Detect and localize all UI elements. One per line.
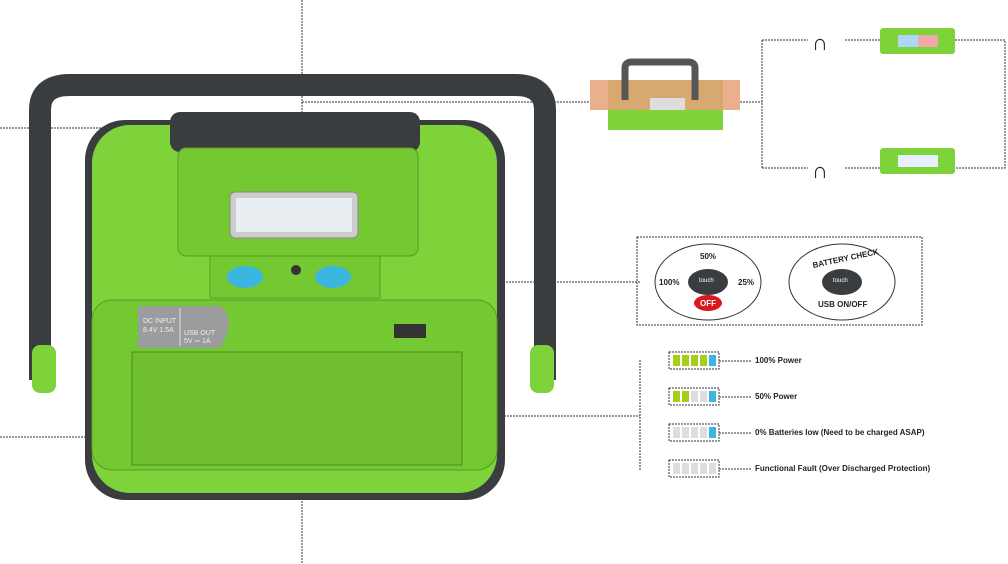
battery-segment: [682, 355, 689, 366]
battery-segment: [709, 463, 716, 474]
svg-text:∩: ∩: [812, 30, 828, 55]
mode-25: 25%: [738, 278, 755, 287]
dc-input-label: DC INPUT: [143, 318, 177, 325]
right-knob: [530, 345, 554, 393]
mode-50: 50%: [700, 252, 717, 261]
touch-label: touch: [699, 278, 714, 284]
usb-onoff-label: USB ON/OFF: [818, 300, 868, 309]
battery-segment: [700, 391, 707, 402]
battery-segment: [673, 463, 680, 474]
battery-segment: [682, 427, 689, 438]
top-grip: [170, 112, 420, 152]
touch-label-2: touch: [833, 278, 848, 284]
battery-segment: [700, 463, 707, 474]
left-knob: [32, 345, 56, 393]
battery-segment: [673, 391, 680, 402]
battery-state-label: 100% Power: [755, 356, 802, 365]
usb-out-value: 5V ⎓ 1A: [184, 338, 211, 345]
battery-segment: [682, 463, 689, 474]
battery-segment: [691, 391, 698, 402]
battery-indicator: [394, 324, 426, 338]
port-cover: [138, 306, 229, 348]
battery-segment: [709, 355, 716, 366]
battery-segment: [673, 427, 680, 438]
mode-off: OFF: [700, 299, 716, 308]
battery-state-label: 50% Power: [755, 392, 798, 401]
battery-segment: [673, 355, 680, 366]
battery-segment: [700, 355, 707, 366]
battery-segment: [700, 427, 707, 438]
battery-segment: [691, 355, 698, 366]
battery-segment: [682, 391, 689, 402]
mode-button: [227, 266, 263, 288]
battery-segment: [691, 427, 698, 438]
battery-segment: [709, 427, 716, 438]
usb-out-label: USB OUT: [184, 330, 216, 337]
svg-text:∩: ∩: [812, 158, 828, 183]
battery-segment: [691, 463, 698, 474]
battery-segment: [709, 391, 716, 402]
battery-state-label: 0% Batteries low (Need to be charged ASA…: [755, 428, 925, 437]
mode-100: 100%: [659, 278, 680, 287]
battery-state-label: Functional Fault (Over Discharged Protec…: [755, 464, 931, 473]
dc-input-value: 8.4V 1.5A: [143, 327, 174, 334]
battery-check-button: [315, 266, 351, 288]
